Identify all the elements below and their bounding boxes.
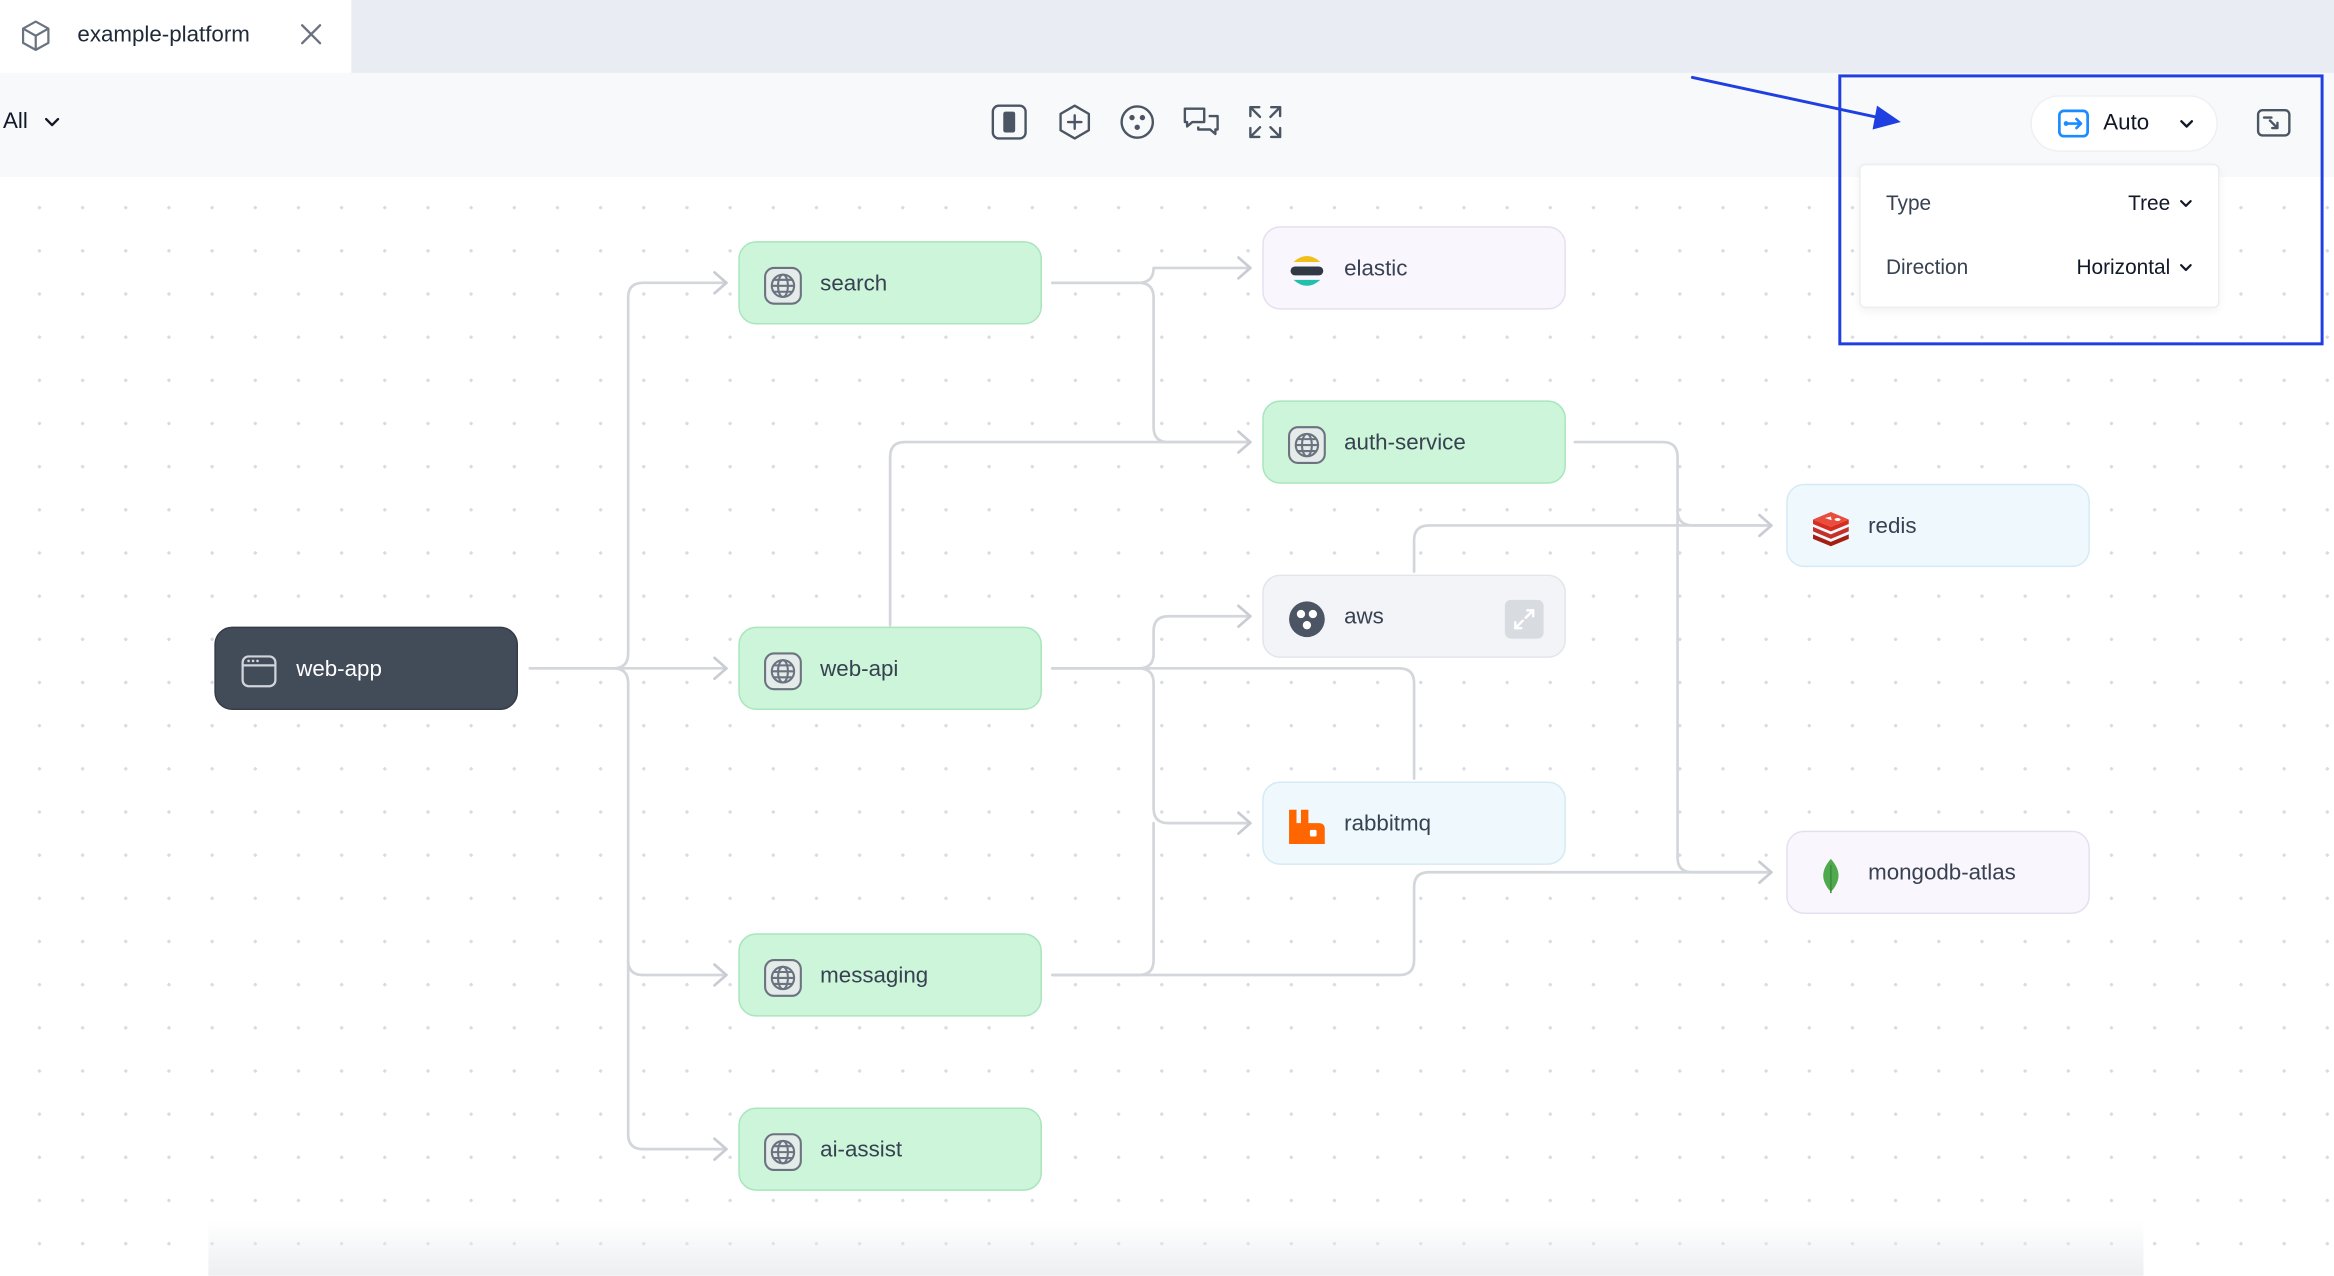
layout-preview-icon[interactable] [2248,97,2302,151]
node-elastic[interactable]: elastic [1262,226,1566,310]
node-label: ai-assist [820,1137,903,1163]
type-label: Type [1885,190,1932,215]
fullscreen-icon[interactable] [1246,103,1285,142]
add-node-icon[interactable] [1055,103,1094,142]
globe-icon [764,1133,802,1172]
node-ai-assist[interactable]: ai-assist [738,1107,1042,1191]
globe-icon [764,652,802,691]
graph-canvas[interactable] [0,177,2334,1276]
node-label: web-app [296,656,382,682]
filter-select[interactable]: All [3,109,61,134]
node-label: redis [1868,513,1917,539]
node-label: rabbitmq [1344,811,1432,837]
chevron-down-icon [2180,200,2192,208]
chevron-down-icon [2180,264,2192,272]
node-mongodb-atlas[interactable]: mongodb-atlas [1786,830,2090,914]
node-label: mongodb-atlas [1868,860,2016,886]
node-web-app[interactable]: web-app [214,626,519,711]
tab-bar: example-platform [0,0,2334,73]
browser-window-icon [241,655,277,688]
node-messaging[interactable]: messaging [738,933,1042,1017]
node-label: auth-service [1344,430,1466,456]
comments-icon[interactable] [1182,103,1221,142]
layout-mode-button[interactable]: Auto [2031,96,2217,151]
node-rabbitmq[interactable]: rabbitmq [1262,781,1566,865]
expand-group-button[interactable] [1504,599,1544,639]
auto-layout-icon [2058,109,2089,138]
cube-icon [21,20,50,51]
globe-icon [1288,426,1326,464]
rabbitmq-logo-icon [1289,809,1325,844]
canvas-bottom-shadow [208,1220,2144,1276]
type-value: Tree [2128,190,2171,215]
node-web-api[interactable]: web-api [738,626,1042,711]
mongodb-leaf-icon [1823,858,1839,894]
filter-value: All [2,108,28,134]
close-icon[interactable] [298,21,325,48]
tab-title: example-platform [77,22,250,48]
tab-example-platform[interactable]: example-platform [0,0,352,73]
node-redis[interactable]: redis [1786,483,2090,568]
sidebar-toggle-icon[interactable] [990,103,1029,142]
toolbar: All [0,72,2334,178]
expand-icon [1514,609,1535,630]
annotation-highlight-box [1838,74,2324,346]
cluster-icon [1289,601,1325,638]
layout-options-dropdown: Type Tree Direction Horizontal [1859,163,2220,309]
node-label: messaging [820,963,929,989]
direction-value: Horizontal [2076,254,2171,279]
chevron-down-icon [2180,120,2194,128]
node-label: search [820,270,888,297]
globe-icon [764,959,802,997]
node-label: web-api [820,656,899,682]
chevron-down-icon [44,117,59,126]
node-auth-service[interactable]: auth-service [1262,400,1566,484]
node-label: aws [1344,604,1384,630]
layout-mode-label: Auto [2103,110,2150,136]
direction-label: Direction [1885,254,1969,279]
redis-logo-icon [1813,512,1849,547]
cluster-icon[interactable] [1118,103,1157,142]
node-aws[interactable]: aws [1262,574,1566,658]
elastic-logo-icon [1290,256,1324,286]
globe-icon [764,266,802,305]
node-label: elastic [1344,256,1408,282]
node-search[interactable]: search [738,241,1042,325]
